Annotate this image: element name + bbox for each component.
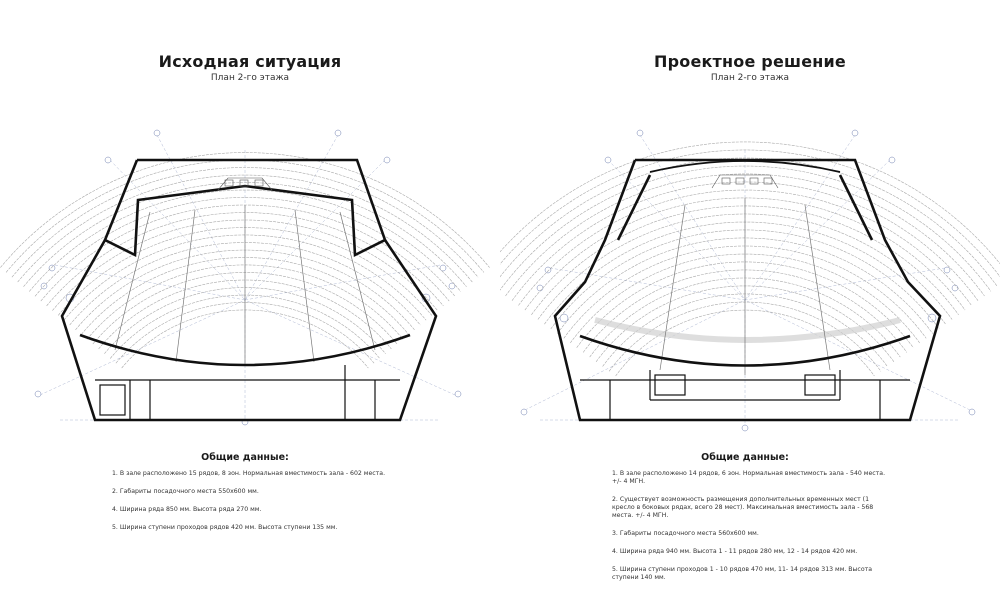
left-stage-equipment	[217, 177, 273, 191]
right-floor-plan	[500, 129, 1000, 432]
right-note-4: 4. Ширина ряда 940 мм. Высота 1 - 11 ряд…	[612, 548, 858, 555]
left-axis-markers	[34, 129, 462, 426]
seat-row-arc	[29, 189, 461, 292]
seat-row-arc	[11, 167, 479, 278]
seat-row-arc	[518, 189, 972, 306]
seat-row-arc	[34, 197, 456, 297]
right-notes-list: 1. В зале расположено 14 рядов, 6 зон. Н…	[612, 470, 890, 592]
seat-row-arc	[52, 219, 438, 311]
left-radial-aisles	[114, 205, 376, 365]
right-note-5: 5. Ширина ступени проходов 1 - 10 рядов …	[612, 566, 873, 581]
left-note-2: 2. Габариты посадочного места 550х600 мм…	[112, 488, 259, 495]
right-cross-aisle	[594, 317, 901, 343]
left-floor-plan	[0, 129, 490, 426]
left-title: Исходная ситуация	[158, 52, 342, 71]
right-axis-markers	[520, 129, 976, 432]
left-subtitle: План 2-го этажа	[210, 73, 290, 83]
right-radial-aisles	[659, 198, 831, 375]
right-note-2: 2. Существует возможность размещения доп…	[612, 496, 874, 519]
seat-row-arc	[115, 302, 375, 364]
design-solution-panel: Проектное решение План 2-го этажа	[500, 0, 1000, 594]
right-note-1: 1. В зале расположено 14 рядов, 6 зон. Н…	[612, 470, 886, 485]
left-note-3: 4. Ширина ряда 850 мм. Высота ряда 270 м…	[112, 506, 262, 513]
seat-row-arc	[98, 279, 392, 350]
seat-row-arc	[511, 181, 979, 301]
seat-row-arc	[576, 261, 914, 348]
seat-row-arc	[23, 182, 467, 287]
seat-row-arc	[0, 152, 490, 268]
left-inner-walls	[95, 365, 400, 420]
right-notes-heading: Общие данные:	[701, 452, 789, 463]
left-note-1: 1. В зале расположено 15 рядов, 8 зон. Н…	[112, 470, 386, 477]
right-stage-equipment	[711, 174, 779, 189]
right-subtitle: План 2-го этажа	[710, 73, 790, 83]
seat-row-arc	[570, 253, 920, 344]
seat-row-arc	[524, 197, 966, 311]
left-notes-heading: Общие данные:	[201, 452, 289, 463]
right-title: Проектное решение	[654, 52, 846, 71]
seat-row-arc	[500, 165, 992, 292]
seat-row-arc	[500, 157, 998, 287]
left-notes-list: 1. В зале расположено 15 рядов, 8 зон. Н…	[112, 470, 412, 542]
left-building-walls	[60, 158, 438, 422]
seat-row-arc	[500, 149, 1000, 278]
left-note-4: 5. Ширина ступени проходов рядов 420 мм.…	[112, 524, 338, 531]
right-axis-lines	[524, 134, 971, 430]
right-building-walls	[553, 158, 942, 422]
seat-row-arc	[500, 141, 1000, 265]
seat-row-arc	[505, 173, 985, 297]
seat-row-arc	[17, 174, 473, 283]
existing-situation-panel: Исходная ситуация План 2-го этажа	[0, 52, 490, 542]
right-inner-walls	[580, 370, 910, 420]
right-note-3: 3. Габариты посадочного места 560х600 мм…	[612, 530, 759, 537]
